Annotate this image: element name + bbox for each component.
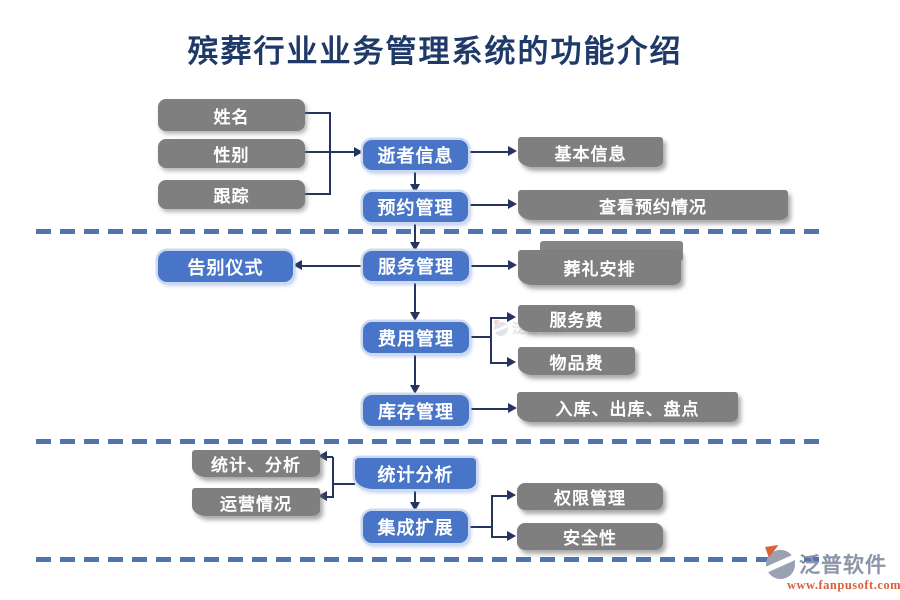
node-basic-info: 基本信息 [518, 137, 663, 167]
brand-watermark: 泛普软件 www.fanpusoft.com [764, 544, 900, 593]
flow-line [414, 353, 416, 386]
flow-line [305, 193, 331, 195]
node-booking-mgmt: 预约管理 [363, 192, 468, 222]
flow-line [329, 112, 331, 195]
fanpu-logo-icon [493, 319, 509, 336]
node-item-fee: 物品费 [518, 347, 635, 375]
node-service-fee: 服务费 [518, 305, 635, 332]
arrowhead [507, 531, 516, 541]
flow-line [414, 281, 416, 313]
node-security: 安全性 [517, 523, 663, 550]
arrowhead [318, 491, 327, 501]
flow-line [414, 222, 416, 243]
node-track: 跟踪 [158, 180, 305, 209]
flow-line [414, 170, 416, 184]
arrowhead [410, 242, 420, 251]
flow-line [326, 496, 333, 498]
arrowhead [508, 199, 517, 209]
section-divider-3 [36, 557, 828, 562]
section-divider-1 [36, 229, 828, 234]
node-stat-list: 统计、分析 [192, 450, 320, 477]
arrowhead [507, 357, 516, 367]
arrowhead [410, 312, 420, 321]
flow-line [305, 112, 331, 114]
flow-line [414, 489, 416, 503]
arrowhead [410, 184, 420, 193]
node-stat-analysis: 统计分析 [355, 458, 476, 489]
arrowhead [293, 260, 302, 270]
node-inventory-mgmt: 库存管理 [363, 395, 469, 426]
flow-line [326, 456, 333, 458]
node-fee-mgmt: 费用管理 [363, 322, 469, 353]
flow-line [469, 336, 492, 338]
node-service-mgmt: 服务管理 [363, 251, 469, 281]
flow-line [469, 265, 509, 267]
node-deceased-info: 逝者信息 [363, 140, 468, 170]
flow-line [468, 204, 508, 206]
arrowhead [354, 147, 363, 157]
flow-line [490, 318, 492, 364]
flow-line [468, 151, 508, 153]
flow-line [491, 495, 508, 497]
node-funeral-arrange: 葬礼安排 [518, 250, 681, 285]
node-permission-mgmt: 权限管理 [517, 483, 663, 510]
flow-line [491, 495, 493, 537]
arrowhead [508, 260, 517, 270]
arrowhead [507, 490, 516, 500]
flow-line [332, 457, 334, 498]
brand-url: www.fanpusoft.com [787, 578, 900, 592]
node-farewell: 告别仪式 [158, 251, 293, 282]
flow-line [302, 265, 363, 267]
fanpu-logo-icon [764, 545, 797, 579]
node-name: 姓名 [158, 99, 305, 131]
flow-line [491, 536, 508, 538]
flow-line [469, 408, 509, 410]
node-gender: 性别 [158, 139, 305, 168]
node-in-out-check: 入库、出库、盘点 [517, 392, 738, 422]
page-title: 殡葬行业业务管理系统的功能介绍 [187, 34, 683, 70]
node-operation-status: 运营情况 [192, 488, 320, 516]
flow-line [333, 483, 355, 485]
node-view-booking: 查看预约情况 [518, 190, 788, 220]
flow-line [490, 317, 508, 319]
arrowhead [508, 403, 517, 413]
arrowhead [507, 312, 516, 322]
section-divider-2 [36, 439, 828, 444]
arrowhead [410, 502, 420, 511]
flow-line [468, 526, 493, 528]
brand-name: 泛普软件 [799, 553, 887, 577]
flow-line [490, 362, 508, 364]
arrowhead [508, 146, 517, 156]
arrowhead [410, 385, 420, 394]
arrowhead [318, 451, 327, 461]
node-integration: 集成扩展 [363, 511, 468, 543]
